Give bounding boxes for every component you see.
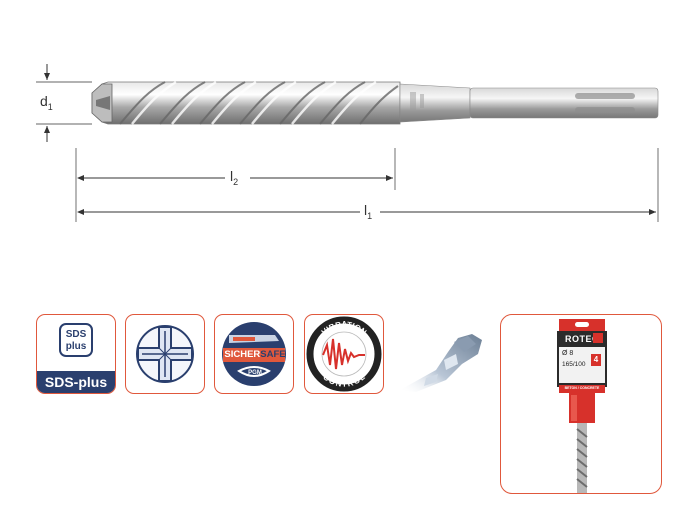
package-size: Ø 8 (562, 350, 574, 357)
package-badge: 4 (591, 354, 601, 366)
sichersafe-icon: SICHERSAFE PGM (214, 314, 294, 394)
l2-dimension (75, 148, 396, 222)
package-brand: ROTEC (565, 334, 599, 344)
cross-head-icon (136, 325, 194, 383)
sichersafe-sub: PGM (248, 370, 262, 376)
package-brand-mark (593, 333, 603, 343)
sds-plus-label: SDS-plus (37, 371, 115, 393)
vibration-control-icon: VIBRATION CONTROL (304, 314, 384, 394)
drill-tip-closeup-image (400, 334, 482, 392)
d1-dimension (36, 64, 92, 142)
l1-label: l1 (362, 202, 375, 221)
sichersafe-wordmark: SICHERSAFE (224, 349, 286, 360)
package-category: BETON / CONCRETE (564, 386, 600, 390)
sds-plus-badge: SDS plus (59, 323, 93, 357)
drill-bit (91, 80, 659, 125)
sds-line1: SDS (65, 329, 87, 340)
cross-tip-icon (125, 314, 205, 394)
l2-label: l2 (228, 168, 241, 187)
vibration-emblem: VIBRATION CONTROL (306, 316, 382, 392)
package-length: 165/100 (562, 361, 586, 368)
sichersafe-emblem (222, 322, 286, 386)
drill-bit-diagram (36, 64, 659, 222)
product-package-card: ROTEC Ø 8 165/100 4 BETON / CONCRETE (500, 314, 662, 494)
l1-dimension (77, 148, 659, 222)
sds-plus-icon: SDS plus SDS-plus (36, 314, 116, 394)
d1-label: d1 (38, 93, 55, 112)
sds-line2: plus (65, 341, 87, 352)
